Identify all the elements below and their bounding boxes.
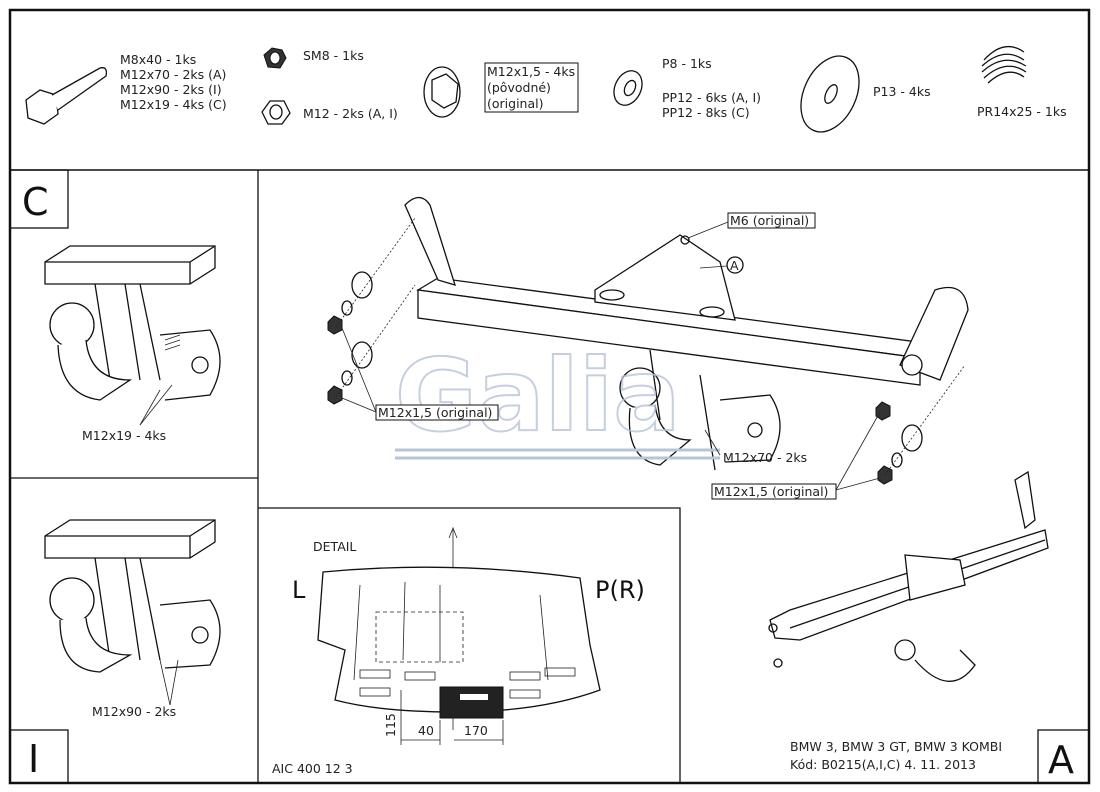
- drawing-code: AIC 400 12 3: [272, 761, 353, 776]
- part-label: P13 - 4ks: [873, 84, 931, 99]
- part-bolt: M8x40 - 1ks M12x70 - 2ks (A) M12x90 - 2k…: [25, 52, 227, 125]
- hatched-cutout: [439, 686, 504, 719]
- part-label: PP12 - 6ks (A, I): [662, 90, 761, 105]
- bumper-plate: [317, 566, 601, 719]
- label-box: [711, 483, 837, 500]
- part-label: M12x1,5 - 4ks: [487, 64, 575, 79]
- view-letter-box: [1037, 729, 1090, 784]
- view-letter-box: [9, 729, 69, 784]
- towbar-assembly-i: [44, 519, 221, 673]
- leader-line: [139, 384, 173, 426]
- label-box: [484, 62, 579, 113]
- part-washer-small: P8 - 1ks PP12 - 6ks (A, I) PP12 - 8ks (C…: [613, 56, 761, 120]
- part-label: PP12 - 8ks (C): [662, 105, 750, 120]
- arrow-up-icon: [448, 526, 458, 539]
- code-and-date: Kód: B0215(A,I,C) 4. 11. 2013: [790, 757, 976, 772]
- view-letter-box: [9, 169, 69, 229]
- leader-line: [835, 411, 881, 491]
- detail-title: DETAIL: [313, 539, 356, 554]
- m6-label: M6 (original): [730, 213, 809, 228]
- towbar-crossbar: [404, 196, 969, 471]
- part-label: M8x40 - 1ks: [120, 52, 196, 67]
- detail-right-label: P(R): [595, 576, 645, 604]
- part-nut: M12 - 2ks (A, I): [261, 100, 398, 125]
- leader-line: [341, 327, 377, 413]
- part-label: SM8 - 1ks: [303, 48, 364, 63]
- reference-circle: [726, 256, 744, 274]
- part-flange-nut: M12x1,5 - 4ks (pôvodné) (original): [423, 62, 579, 118]
- dim-40: 40: [418, 723, 434, 738]
- leader-line: [687, 221, 729, 239]
- part-label: (original): [487, 96, 543, 111]
- label-box: [375, 404, 499, 421]
- detail-left-label: L: [292, 576, 306, 604]
- galia-watermark: Galia: [395, 337, 681, 454]
- leader-line: [699, 265, 728, 269]
- part-label: M12x70 - 2ks (A): [120, 67, 226, 82]
- part-label: P8 - 1ks: [662, 56, 712, 71]
- part-label: (pôvodné): [487, 80, 551, 95]
- leader-line: [835, 477, 881, 491]
- drawing-frame: [8, 8, 1091, 785]
- view-letter-a: A: [1048, 738, 1074, 782]
- vehicle-models: BMW 3, BMW 3 GT, BMW 3 KOMBI: [790, 739, 1002, 754]
- left-fasteners: [327, 217, 416, 405]
- towbar-iso-view: [768, 470, 1049, 682]
- part-label: M12 - 2ks (A, I): [303, 106, 398, 121]
- view-letter-c: C: [22, 180, 49, 224]
- leader-line: [169, 659, 179, 706]
- part-washer-large: P13 - 4ks: [800, 55, 931, 133]
- right-fasteners: [875, 364, 966, 485]
- part-label: PR14x25 - 1ks: [977, 104, 1067, 119]
- leader-line: [704, 429, 721, 456]
- towbar-assembly-c: [44, 245, 221, 401]
- dimensions: 115 40 170: [383, 690, 504, 745]
- dim-115: 115: [383, 713, 398, 737]
- detail-frame: [258, 507, 681, 783]
- part-label: M12x90 - 2ks (I): [120, 82, 222, 97]
- view-c-bolt-label: M12x19 - 4ks: [82, 428, 166, 443]
- view-letter-i: I: [28, 737, 39, 781]
- part-self-lock-nut: SM8 - 1ks: [263, 47, 364, 69]
- part-spring: PR14x25 - 1ks: [977, 45, 1067, 119]
- view-i-bolt-label: M12x90 - 2ks: [92, 704, 176, 719]
- dim-170: 170: [464, 723, 488, 738]
- reference-a: A: [730, 258, 739, 273]
- part-label: M12x19 - 4ks (C): [120, 97, 227, 112]
- label-box: [727, 212, 816, 229]
- left-nut-label: M12x1,5 (original): [378, 405, 492, 420]
- leader-line: [139, 389, 161, 426]
- leader-line: [341, 397, 377, 413]
- right-nut-label: M12x1,5 (original): [714, 484, 828, 499]
- leader-line: [159, 659, 171, 706]
- main-bolt-label: M12x70 - 2ks: [723, 450, 807, 465]
